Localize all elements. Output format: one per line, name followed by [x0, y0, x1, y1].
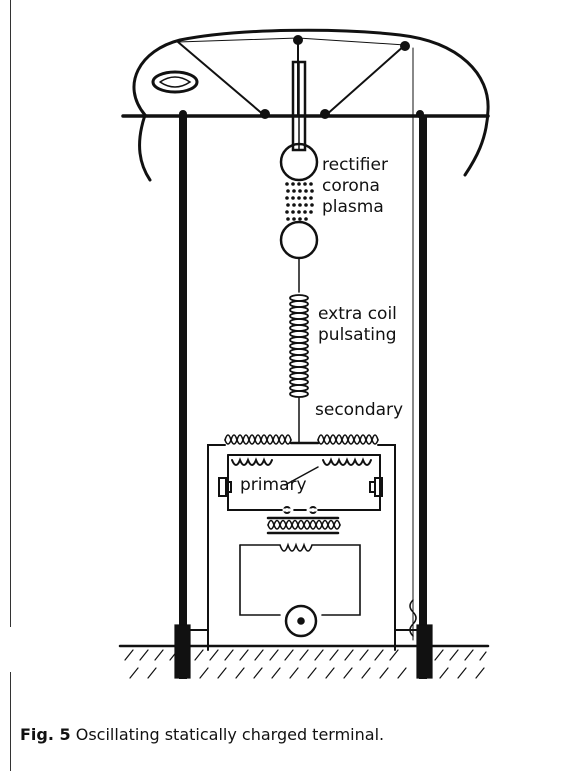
secondary-coils	[224, 434, 379, 445]
label-secondary: secondary	[315, 400, 404, 420]
figure-caption-text: Oscillating statically charged terminal.	[75, 725, 385, 744]
page-border-line	[10, 0, 11, 627]
label-primary: primary	[240, 475, 307, 495]
figure-caption: Fig. 5 Oscillating statically charged te…	[20, 725, 560, 744]
transformer	[239, 516, 361, 638]
figure-number: Fig. 5	[20, 725, 71, 744]
label-extra-coil: extra coil	[318, 304, 397, 324]
support-posts	[179, 47, 427, 679]
rectifier-column	[279, 60, 319, 293]
ground	[118, 624, 490, 679]
label-rectifier: rectifier	[322, 155, 388, 175]
label-pulsating: pulsating	[318, 325, 397, 345]
label-corona: corona	[322, 176, 380, 196]
primary-circuit	[207, 444, 396, 651]
page-border-line-lower	[10, 672, 11, 771]
label-plasma: plasma	[322, 197, 384, 217]
extra-coil	[289, 294, 309, 444]
